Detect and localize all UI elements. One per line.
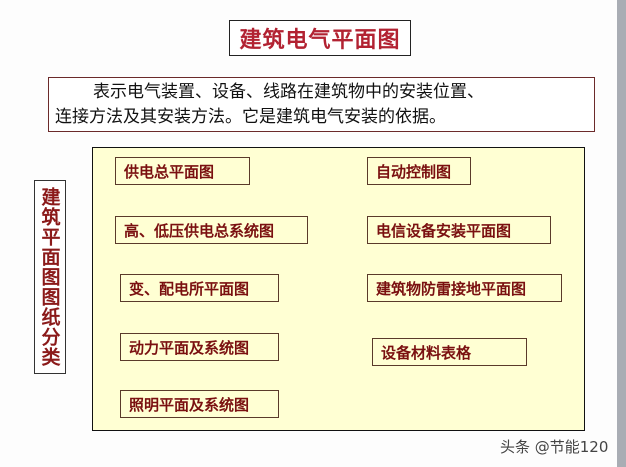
category-item: 电信设备安装平面图 xyxy=(367,216,551,244)
category-item: 供电总平面图 xyxy=(115,157,250,185)
slide-title-text: 建筑电气平面图 xyxy=(239,27,401,53)
category-item: 自动控制图 xyxy=(367,157,471,185)
description-line-2: 连接方法及其安装方法。它是建筑电气安装的依据。 xyxy=(55,107,446,127)
category-panel: 供电总平面图 高、低压供电总系统图 变、配电所平面图 动力平面及系统图 照明平面… xyxy=(92,147,585,431)
description-box: 表示电气装置、设备、线路在建筑物中的安装位置、 连接方法及其安装方法。它是建筑电… xyxy=(48,77,595,132)
category-item: 建筑物防雷接地平面图 xyxy=(367,274,562,302)
right-edge-bar xyxy=(617,0,626,467)
description-line-1: 表示电气装置、设备、线路在建筑物中的安装位置、 xyxy=(93,82,484,102)
category-item-label: 动力平面及系统图 xyxy=(129,338,250,357)
slide-title: 建筑电气平面图 xyxy=(229,20,411,56)
watermark: 头条 @节能120 xyxy=(500,438,609,456)
category-item-label: 自动控制图 xyxy=(376,162,452,181)
category-side-label-text: 建筑平面图图纸分类 xyxy=(38,187,61,367)
category-item: 照明平面及系统图 xyxy=(120,390,279,418)
category-item: 高、低压供电总系统图 xyxy=(115,216,308,244)
category-item-label: 建筑物防雷接地平面图 xyxy=(376,279,527,298)
category-item-label: 设备材料表格 xyxy=(381,343,472,362)
category-item-label: 高、低压供电总系统图 xyxy=(124,221,275,240)
category-item-label: 供电总平面图 xyxy=(124,162,215,181)
category-item-label: 电信设备安装平面图 xyxy=(376,221,512,240)
category-item: 设备材料表格 xyxy=(372,338,527,366)
category-item-label: 照明平面及系统图 xyxy=(129,395,250,414)
category-side-label: 建筑平面图图纸分类 xyxy=(34,180,66,374)
category-item: 动力平面及系统图 xyxy=(120,333,279,361)
category-item-label: 变、配电所平面图 xyxy=(129,279,250,298)
category-item: 变、配电所平面图 xyxy=(120,274,279,302)
